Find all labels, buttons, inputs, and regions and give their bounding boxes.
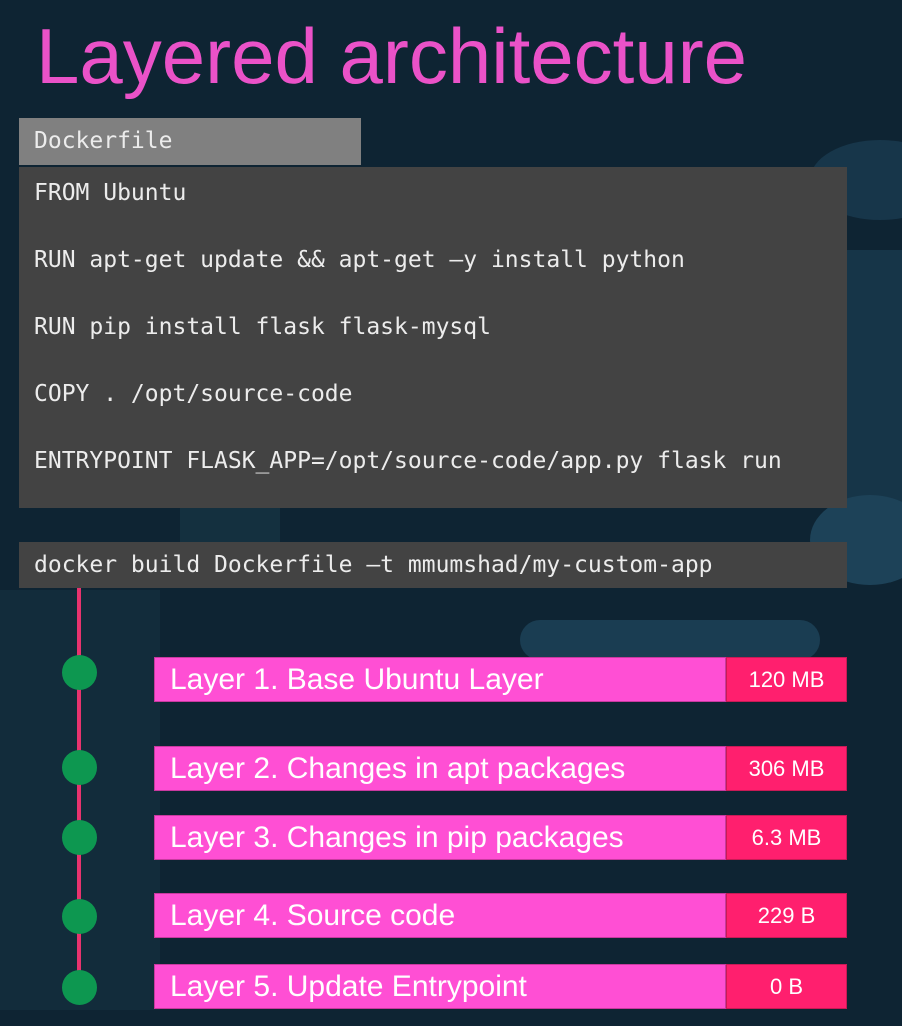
layer-row-1: Layer 1. Base Ubuntu Layer 120 MB [154,657,847,702]
layer-row-3: Layer 3. Changes in pip packages 6.3 MB [154,815,847,860]
code-line: RUN apt-get update && apt-get –y install… [34,247,685,273]
layer-size: 6.3 MB [726,815,847,860]
dockerfile-tab: Dockerfile [19,118,361,165]
layer-size: 229 B [726,893,847,938]
code-line: ENTRYPOINT FLASK_APP=/opt/source-code/ap… [34,448,782,474]
timeline-line [77,588,81,988]
layer-name: Layer 4. Source code [154,893,726,938]
layer-name: Layer 3. Changes in pip packages [154,815,726,860]
timeline-dot [62,899,97,934]
code-line: COPY . /opt/source-code [34,381,353,407]
layer-size: 120 MB [726,657,847,702]
layer-size: 0 B [726,964,847,1009]
dockerfile-code-block: FROM Ubuntu RUN apt-get update && apt-ge… [19,167,847,508]
page-title: Layered architecture [36,12,748,100]
timeline-dot [62,750,97,785]
layer-name: Layer 1. Base Ubuntu Layer [154,657,726,702]
timeline-dot [62,970,97,1005]
timeline-dot [62,820,97,855]
timeline-dot [62,655,97,690]
layer-row-5: Layer 5. Update Entrypoint 0 B [154,964,847,1009]
docker-build-command: docker build Dockerfile –t mmumshad/my-c… [19,542,847,588]
layer-name: Layer 2. Changes in apt packages [154,746,726,791]
layer-size: 306 MB [726,746,847,791]
layer-row-2: Layer 2. Changes in apt packages 306 MB [154,746,847,791]
layer-name: Layer 5. Update Entrypoint [154,964,726,1009]
code-line: RUN pip install flask flask-mysql [34,314,491,340]
code-line: FROM Ubuntu [34,180,187,206]
layer-row-4: Layer 4. Source code 229 B [154,893,847,938]
